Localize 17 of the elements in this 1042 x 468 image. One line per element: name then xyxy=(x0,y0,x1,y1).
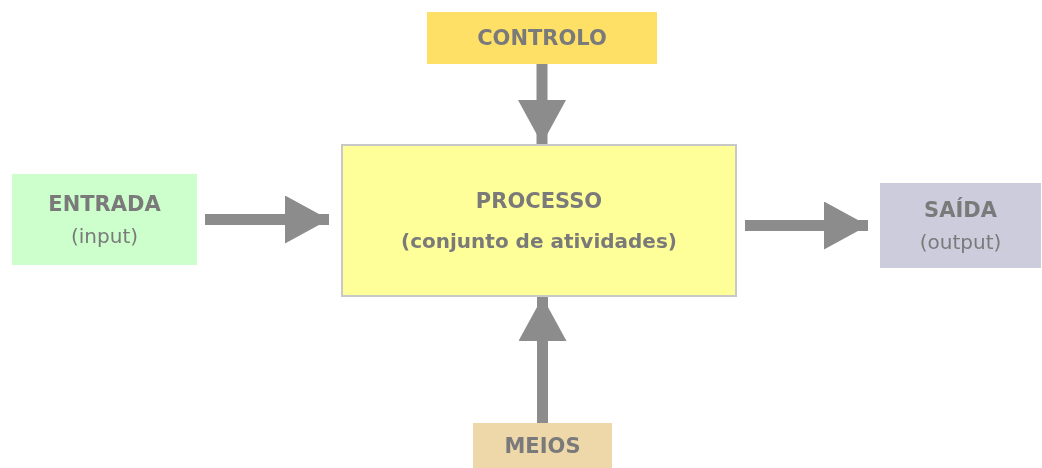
node-title: ENTRADA xyxy=(48,191,161,216)
node-subtitle: (output) xyxy=(919,229,1002,254)
output-box xyxy=(880,183,1041,268)
control-box xyxy=(427,12,657,64)
node-subtitle: (conjunto de atividades) xyxy=(401,228,677,253)
node-title: MEIOS xyxy=(504,433,581,458)
node-title: CONTROLO xyxy=(477,26,607,50)
arrow xyxy=(518,64,566,144)
node-title: PROCESSO xyxy=(475,188,603,213)
node-title: SAÍDA xyxy=(924,197,997,222)
arrow xyxy=(205,195,329,244)
process-box xyxy=(341,144,737,297)
node-subtitle: (input) xyxy=(70,223,139,248)
arrow xyxy=(745,201,868,250)
arrow xyxy=(518,297,567,423)
resource-box xyxy=(473,423,612,468)
input-box xyxy=(12,174,197,265)
